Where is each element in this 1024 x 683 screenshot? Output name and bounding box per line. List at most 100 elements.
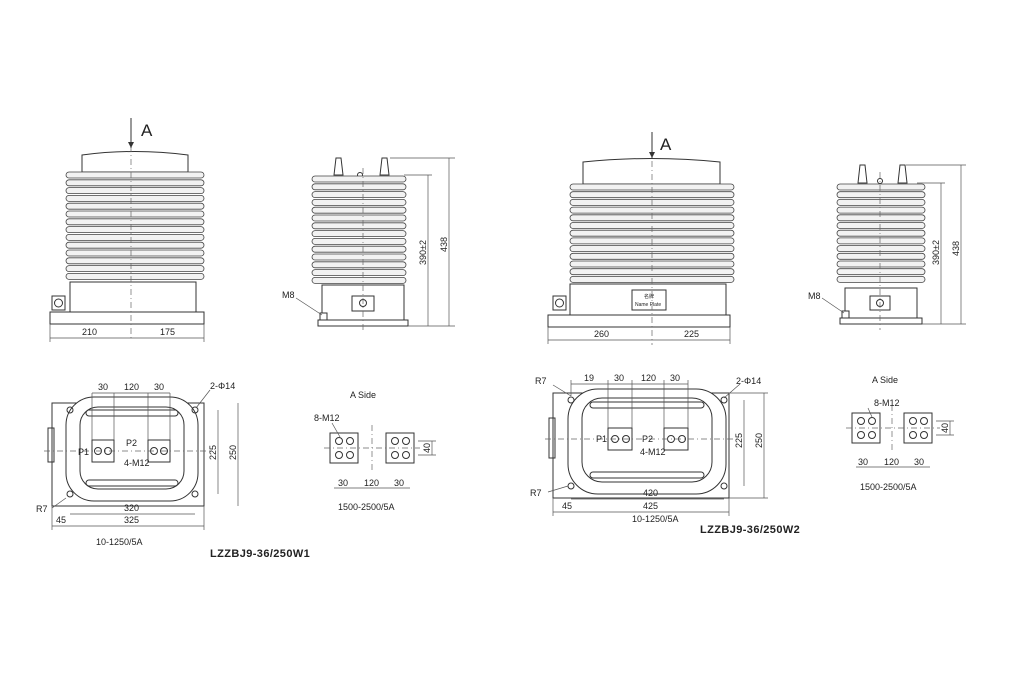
shed [65,171,205,179]
w1-model-number: LZZBJ9-36/250W1 [210,548,310,560]
shed [311,253,407,261]
shed [836,206,926,214]
shed [836,260,926,268]
w2-dim-120: 120 [641,373,656,383]
w1-top-cap [81,151,189,173]
w2-side-view: M8 390±2 438 [808,164,966,330]
w1-side-view: M8 390±2 438 [282,157,455,330]
w1-dim-325: 325 [124,515,139,525]
w1-m8-bolt [319,312,328,321]
w2-radius-r7-top: R7 [535,376,547,386]
w1-terminal-p2: P2 [126,438,137,448]
w1-front-view: A 210 175 [49,118,205,342]
w2-a-side-view: A Side 8-M12 40 30 120 30 1500-2500/5A [846,375,954,492]
w1-mount-hole-icon [191,406,199,414]
w1-a-side-dim-120: 120 [364,478,379,488]
w1-dim-225: 225 [208,445,218,460]
w1-dim-210: 210 [82,327,97,337]
shed [311,191,407,199]
w1-terminal-p1: P1 [78,447,89,457]
w2-base-casting [567,388,727,495]
w1-radius-r7: R7 [36,504,48,514]
shed [311,206,407,214]
w1-bolt-4m12: 4-M12 [124,458,150,468]
w1-base-plate [49,311,205,325]
w1-dim-175: 175 [160,327,175,337]
shed [311,269,407,277]
shed [311,183,407,191]
w1-mount-hole-icon [191,490,199,498]
w1-mount-hole-icon [66,490,74,498]
w1-dim-45: 45 [56,515,66,525]
shed [311,237,407,245]
shed [65,249,205,257]
shed [65,218,205,226]
w2-ratio: 10-1250/5A [632,514,679,524]
w2-dim-425: 425 [643,501,658,511]
w1-a-side-ratio: 1500-2500/5A [338,502,395,512]
w2-dim-420: 420 [643,488,658,498]
w2-nameplate-cn: 名牌 [644,293,654,300]
w2-m8-bolt [841,310,850,319]
w1-a-side-dim-30b: 30 [394,478,404,488]
w2-dim-45: 45 [562,501,572,511]
w2-nameplate-en: Name Plate [635,302,661,308]
shed [836,268,926,276]
shed [65,233,205,241]
w2-a-side-dim-30b: 30 [914,457,924,467]
w1-dim-438-label: 438 [439,237,449,252]
w2-dim-390-label: 390±2 [931,240,941,265]
shed [836,245,926,253]
w2-dim-438-label: 438 [951,241,961,256]
shed [836,222,926,229]
w2-a-side-dim-30a: 30 [858,457,868,467]
w2-dim-225: 225 [734,433,744,448]
w1-insulator-sheds [65,171,205,280]
w1-mount-hole-icon [66,406,74,414]
w1-m8-label: M8 [282,290,295,300]
shed [65,265,205,273]
shed [311,175,407,183]
shed [569,206,735,214]
shed [311,222,407,230]
w2-front-view: 名牌 Name Plate A 260 225 [547,132,735,345]
w1-ground-terminal [51,295,66,311]
w2-dim-30b: 30 [670,373,680,383]
w1-lower-body [69,281,197,313]
w2-insulator-sheds [569,183,735,283]
w2-a-side-title: A Side [872,375,898,385]
w2-view-letter: A [660,135,672,154]
shed [65,187,205,195]
w1-a-side-dim-40: 40 [422,443,432,453]
w1-base-window [79,406,185,490]
w2-nameplate [631,289,667,311]
w2-dim-19: 19 [584,373,594,383]
w1-ratio: 10-1250/5A [96,537,143,547]
shed [836,183,926,191]
w1-dim-30b: 30 [154,382,164,392]
shed [836,214,926,222]
w1-side-sheds [311,175,407,284]
shed [311,198,407,206]
shed [65,226,205,234]
w2-side-sheds [836,183,926,283]
w2-model-number: LZZBJ9-36/250W2 [700,524,800,536]
w2-bolt-4m12: 4-M12 [640,447,666,457]
w1-a-side-bolts: 8-M12 [314,413,340,423]
shed [311,261,407,269]
shed [311,214,407,222]
w1-view-letter: A [141,121,153,140]
w2-top-cap [582,158,721,185]
shed [836,198,926,206]
w1-a-side-title: A Side [350,390,376,400]
shed [311,230,407,238]
shed [836,229,926,237]
w2-dim-30a: 30 [614,373,624,383]
w1-top-lug-right [379,157,390,176]
shed [836,275,926,283]
shed [65,257,205,265]
w1-a-side-dim-30a: 30 [338,478,348,488]
shed [65,272,205,280]
w2-terminal-p2: P2 [642,434,653,444]
